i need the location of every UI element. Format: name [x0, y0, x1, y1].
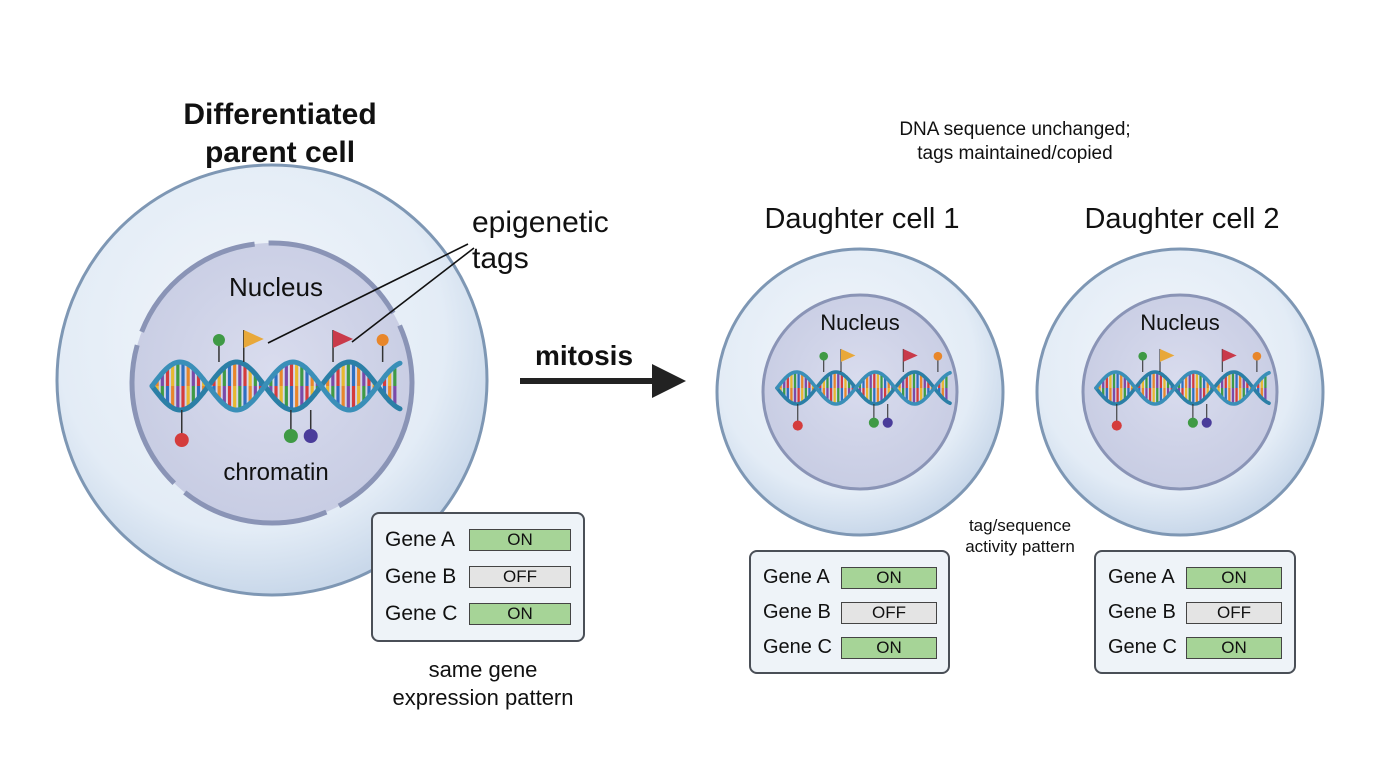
gene-name: Gene C [1108, 636, 1177, 658]
methyl-tag-icon [283, 429, 298, 443]
gene-row: Gene C ON [373, 600, 583, 630]
daughter1-gene-panel: Gene A ON Gene B OFF Gene C ON [749, 550, 950, 674]
dna-strand [1094, 370, 1271, 406]
same-pattern-note: same gene expression pattern [360, 656, 606, 712]
methyl-tag-icon [1111, 420, 1122, 431]
methyl-tag-icon [1252, 351, 1262, 361]
gene-row: Gene C ON [751, 634, 948, 664]
gene-name: Gene B [763, 601, 831, 623]
gene-name: Gene C [763, 636, 832, 658]
mitosis-label: mitosis [535, 340, 634, 371]
methyl-tag-icon [882, 417, 893, 428]
methyl-tag-icon [819, 351, 829, 361]
gene-state-badge: OFF [841, 602, 937, 624]
dna-note-line2: tags maintained/copied [917, 143, 1113, 164]
dna-strand [775, 370, 952, 406]
gene-row: Gene A ON [1096, 564, 1294, 594]
gene-state-badge: ON [841, 637, 937, 659]
parent-cell-title: Differentiated parent cell [150, 96, 410, 172]
methyl-tag-icon [792, 420, 803, 431]
gene-state-badge: ON [469, 603, 571, 625]
dna-helix-parent [149, 330, 403, 447]
epigenetic-pointer-line-2 [351, 247, 475, 343]
gene-state-badge: OFF [1186, 602, 1282, 624]
parent-nucleus-label: Nucleus [229, 272, 323, 302]
methyl-tag-icon [1187, 417, 1198, 428]
parent-title-line1: Differentiated [183, 98, 377, 131]
methyl-tag-icon [933, 351, 943, 361]
epigenetic-line1: epigenetic [472, 206, 609, 239]
histone-flag-icon [841, 348, 856, 362]
gene-state-badge: ON [841, 567, 937, 589]
chromatin-label: chromatin [223, 459, 329, 486]
same-pattern-line2: expression pattern [392, 685, 574, 710]
gene-row: Gene C ON [1096, 634, 1294, 664]
methyl-tag-icon [1201, 417, 1212, 428]
epigenetic-pointer-line-1 [267, 243, 469, 344]
gene-name: Gene B [385, 565, 457, 588]
daughter1-nucleus-label: Nucleus [820, 310, 900, 335]
dna-note: DNA sequence unchanged; tags maintained/… [870, 118, 1160, 166]
epigenetic-tags-label: epigenetic tags [472, 205, 609, 277]
methyl-tag-icon [303, 429, 318, 443]
gene-state-badge: ON [1186, 637, 1282, 659]
methyl-tag-icon [868, 417, 879, 428]
gene-name: Gene A [763, 566, 830, 588]
gene-row: Gene B OFF [373, 563, 583, 593]
methyl-tag-icon [376, 334, 389, 346]
dna-strand [149, 359, 403, 413]
dna-helix-daughter1 [775, 348, 952, 431]
histone-flag-icon [1160, 348, 1175, 362]
dna-note-line1: DNA sequence unchanged; [899, 119, 1131, 140]
daughter2-title: Daughter cell 2 [1084, 203, 1280, 235]
parent-gene-panel: Gene A ON Gene B OFF Gene C ON [371, 512, 585, 642]
dna-strand [1094, 370, 1271, 406]
parent-nuclear-envelope [129, 240, 415, 526]
dna-helix-daughter2 [1094, 348, 1271, 431]
histone-flag-icon [333, 330, 354, 348]
dna-strand [775, 370, 952, 406]
gene-row: Gene B OFF [1096, 599, 1294, 629]
gene-name: Gene B [1108, 601, 1176, 623]
gene-row: Gene B OFF [751, 599, 948, 629]
gene-row: Gene A ON [373, 526, 583, 556]
daughter1-title: Daughter cell 1 [764, 203, 960, 235]
methyl-tag-icon [174, 433, 189, 447]
histone-flag-icon [903, 348, 918, 362]
tag-sequence-note: tag/sequence activity pattern [945, 515, 1095, 557]
parent-title-line2: parent cell [204, 136, 356, 169]
epigenetic-line2: tags [472, 242, 529, 275]
gene-state-badge: ON [1186, 567, 1282, 589]
methyl-tag-icon [1138, 351, 1148, 361]
daughter2-nucleus-label: Nucleus [1140, 310, 1220, 335]
tag-note-line1: tag/sequence [968, 516, 1072, 535]
gene-name: Gene A [385, 528, 456, 551]
same-pattern-line1: same gene [428, 657, 538, 682]
gene-state-badge: ON [469, 529, 571, 551]
tag-note-line2: activity pattern [965, 537, 1075, 556]
gene-name: Gene C [385, 602, 458, 625]
gene-state-badge: OFF [469, 566, 571, 588]
gene-name: Gene A [1108, 566, 1175, 588]
gene-row: Gene A ON [751, 564, 948, 594]
daughter2-gene-panel: Gene A ON Gene B OFF Gene C ON [1094, 550, 1296, 674]
methyl-tag-icon [212, 334, 225, 346]
dna-strand [149, 359, 403, 413]
histone-flag-icon [1222, 348, 1237, 362]
histone-flag-icon [243, 330, 264, 348]
mitosis-arrow [520, 364, 686, 398]
